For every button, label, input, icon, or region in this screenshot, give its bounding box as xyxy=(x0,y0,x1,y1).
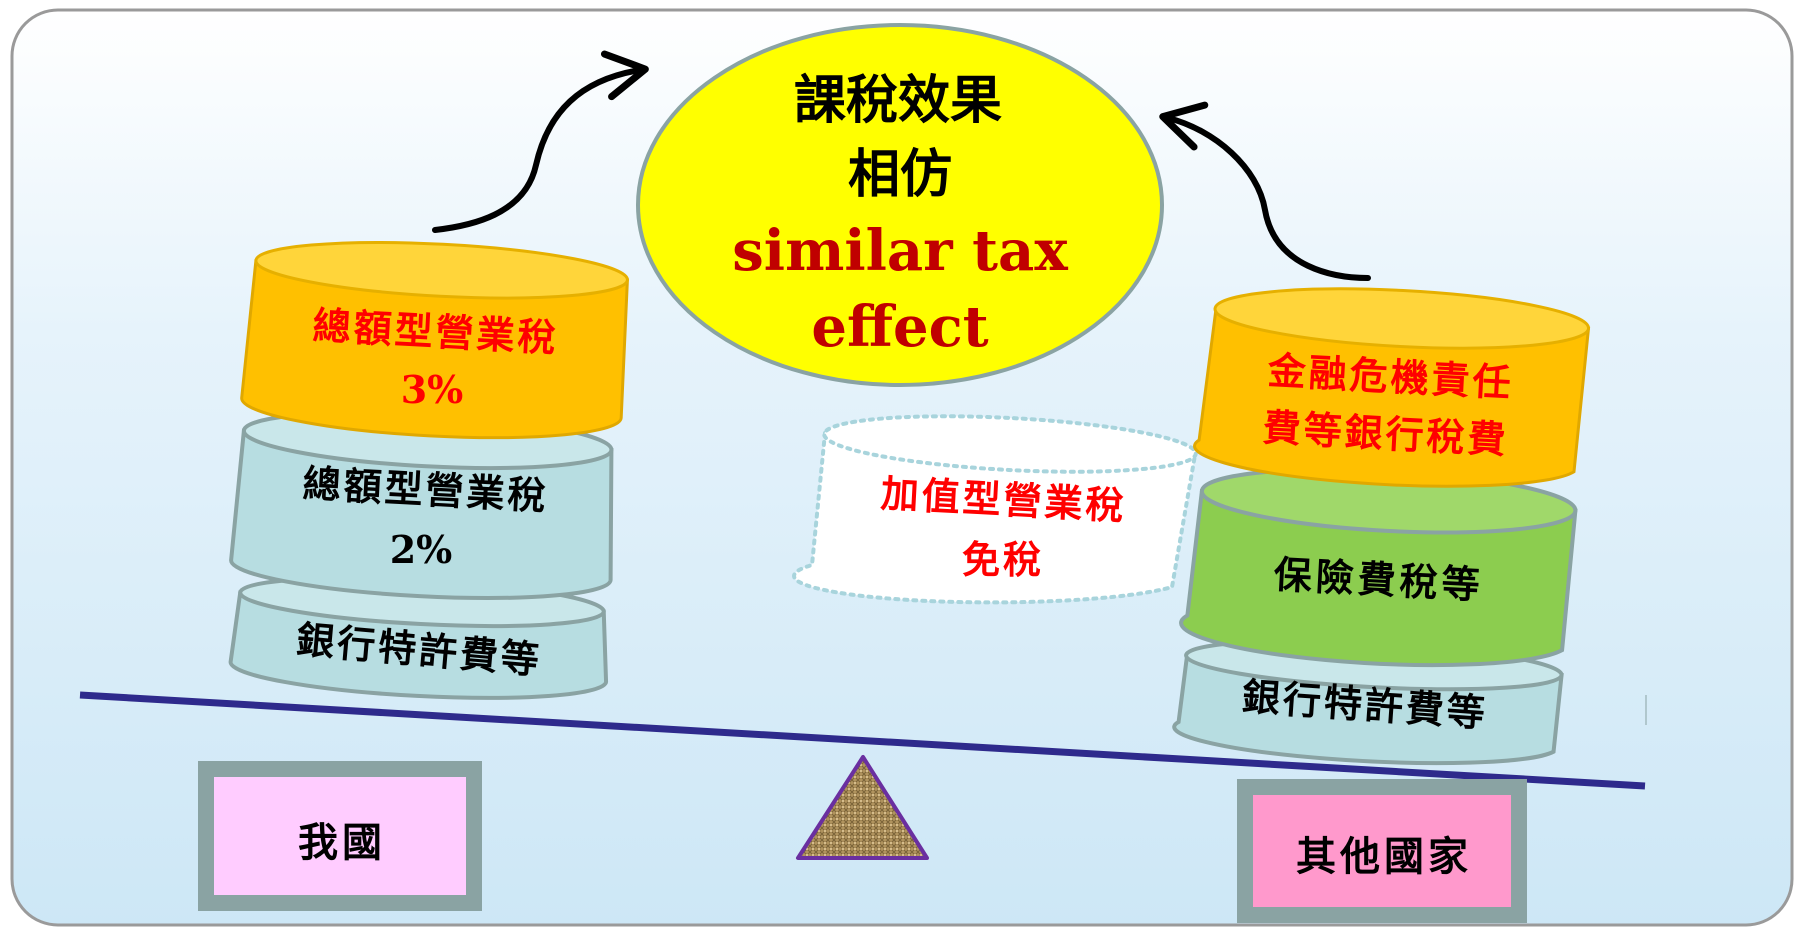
bubble-title-en-1: similar tax xyxy=(732,218,1068,284)
right-country-box xyxy=(1237,779,1527,923)
bubble-title-zh: 課稅效果 xyxy=(794,71,1002,131)
left-country-box xyxy=(198,761,482,911)
right-country-label: 其他國家 xyxy=(1296,834,1472,880)
middle-exempt-cylinder xyxy=(792,414,1198,605)
left-top-label-2: 3% xyxy=(401,367,464,412)
left-country-label: 我國 xyxy=(298,820,386,866)
right-top-cylinder xyxy=(1193,287,1591,488)
similar-effect-bubble xyxy=(636,23,1164,387)
left-curved-arrow xyxy=(432,50,649,233)
right-middle-cylinder xyxy=(1179,467,1578,668)
left-top-cylinder xyxy=(240,241,629,440)
right-middle-label: 保險費稅等 xyxy=(1273,553,1485,608)
left-stack xyxy=(228,241,629,700)
right-curved-arrow xyxy=(1159,101,1371,281)
bubble-subtitle-zh: 相仿 xyxy=(848,145,952,205)
left-middle-label-2: 2% xyxy=(390,527,453,572)
balance-beam xyxy=(79,691,1646,790)
bubble-title-en-2: effect xyxy=(811,294,988,360)
fulcrum-triangle xyxy=(796,755,929,860)
middle-label-2: 免稅 xyxy=(962,538,1044,582)
right-stack xyxy=(1172,287,1591,766)
